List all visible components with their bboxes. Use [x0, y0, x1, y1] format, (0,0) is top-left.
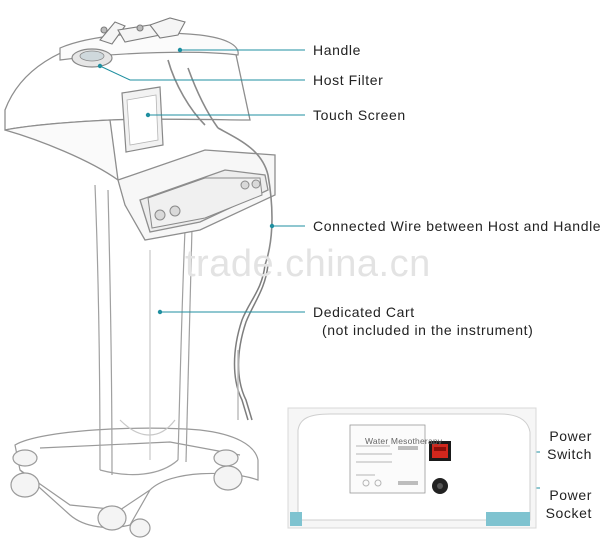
touch-screen-illustration	[122, 87, 163, 152]
label-host-filter: Host Filter	[313, 72, 383, 88]
label-dedicated-cart: Dedicated Cart	[313, 304, 415, 320]
label-power-switch-line2: Switch	[547, 446, 592, 462]
nameplate-title: Water Mesotherapy	[365, 433, 442, 449]
power-socket-illustration	[432, 478, 448, 494]
back-panel-inset	[288, 408, 536, 528]
label-power-socket-line1: Power	[549, 487, 592, 503]
label-connected-wire: Connected Wire between Host and Handle	[313, 218, 600, 234]
connected-wire-illustration	[235, 265, 269, 420]
label-handle: Handle	[313, 42, 361, 58]
watermark: trade.china.cn	[185, 243, 431, 286]
label-dedicated-cart-note: (not included in the instrument)	[322, 322, 533, 338]
label-touch-screen: Touch Screen	[313, 107, 406, 123]
host-filter-illustration	[72, 49, 112, 67]
label-power-switch-line1: Power	[549, 428, 592, 444]
label-power-socket-line2: Socket	[546, 505, 592, 521]
